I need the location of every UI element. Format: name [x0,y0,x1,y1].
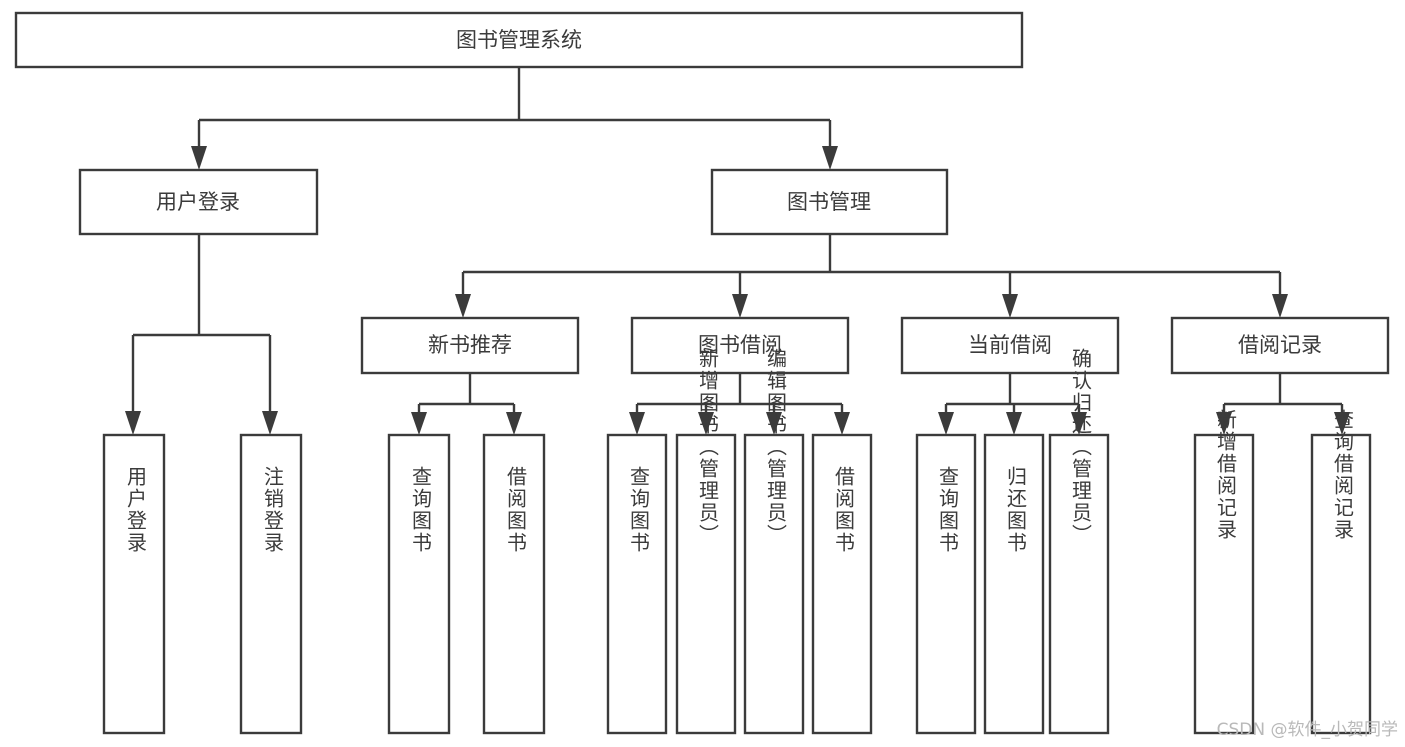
arrow-head-user-login [191,146,207,170]
leaf-node-query-book-nbr[interactable]: 查询图书 [387,433,451,735]
leaf-node-edit-book-admin-label: 编辑图书（管理员） [764,348,788,546]
node-new-book-recommend[interactable]: 新书推荐 [360,316,580,375]
leaf-node-add-borrow-record[interactable]: 新增借阅记录 [1193,409,1255,735]
leaf-node-user-login-box[interactable] [102,433,166,735]
leaf-node-borrow-book-bb[interactable]: 借阅图书 [811,433,873,735]
arrow-head-bb-leaf-3 [766,412,782,435]
node-book-borrow[interactable]: 图书借阅 [630,316,850,375]
arrow-head-nbr-leaf-1 [411,412,427,435]
node-book-borrow-label: 图书借阅 [698,333,782,357]
node-user-login-box[interactable] [78,168,319,236]
leaf-node-logout[interactable]: 注销登录 [239,433,303,735]
leaf-node-logout-box[interactable] [239,433,303,735]
edge-group-user-login-children [125,234,278,435]
leaf-node-query-borrow-record-box[interactable] [1310,433,1372,735]
edge-group-book-borrow-children [629,373,850,435]
node-borrow-record[interactable]: 借阅记录 [1170,316,1390,375]
leaf-node-edit-book-admin-box[interactable] [743,433,805,735]
leaf-node-query-book-nbr-label: 查询图书 [409,466,433,554]
node-new-book-recommend-box[interactable] [360,316,580,375]
edge-group-current-borrow-children [938,373,1087,435]
node-root-system[interactable]: 图书管理系统 [14,11,1024,69]
leaf-node-add-book-admin-box[interactable] [675,433,737,735]
leaf-node-confirm-return-admin-label: 确认归还（管理员） [1069,348,1093,546]
leaf-node-borrow-book-nbr-box[interactable] [482,433,546,735]
leaf-node-edit-book-admin[interactable]: 编辑图书（管理员） [743,348,805,735]
edge-group-borrow-record-children [1216,373,1350,435]
node-current-borrow[interactable]: 当前借阅 [900,316,1120,375]
arrow-head-bb-leaf-2 [698,412,714,435]
node-root-system-box[interactable] [14,11,1024,69]
leaf-node-confirm-return-admin[interactable]: 确认归还（管理员） [1048,348,1110,735]
node-book-manage[interactable]: 图书管理 [710,168,949,236]
leaf-node-borrow-book-nbr[interactable]: 借阅图书 [482,433,546,735]
leaf-node-query-borrow-record-label: 查询借阅记录 [1331,409,1355,541]
leaf-node-borrow-book-nbr-label: 借阅图书 [504,466,528,554]
leaf-node-query-book-bb-box[interactable] [606,433,668,735]
node-borrow-record-label: 借阅记录 [1238,333,1322,357]
edge-group-new-book-rec-children [411,373,522,435]
leaf-node-return-book-box[interactable] [983,433,1045,735]
arrow-head-leaf-user-login [125,411,141,435]
node-user-login-label: 用户登录 [156,190,240,214]
arrow-head-book-borrow [732,294,748,318]
leaf-node-query-book-bb-label: 查询图书 [627,466,651,554]
leaf-node-borrow-book-bb-box[interactable] [811,433,873,735]
leaf-node-return-book[interactable]: 归还图书 [983,433,1045,735]
node-user-login[interactable]: 用户登录 [78,168,319,236]
node-new-book-recommend-label: 新书推荐 [428,333,512,357]
leaf-node-query-book-nbr-box[interactable] [387,433,451,735]
node-book-manage-label: 图书管理 [787,190,871,214]
arrow-head-current-borrow [1002,294,1018,318]
leaf-node-add-borrow-record-box[interactable] [1193,433,1255,735]
arrow-head-bb-leaf-4 [834,412,850,435]
arrow-head-book-manage [822,146,838,170]
leaf-node-logout-label: 注销登录 [261,466,285,554]
leaf-node-user-login[interactable]: 用户登录 [102,433,166,735]
leaf-node-add-borrow-record-label: 新增借阅记录 [1214,409,1238,541]
leaf-node-query-book-bb[interactable]: 查询图书 [606,433,668,735]
arrow-head-br-leaf-1 [1216,412,1232,435]
node-current-borrow-label: 当前借阅 [968,333,1052,357]
arrow-head-borrow-record [1272,294,1288,318]
arrow-head-leaf-logout [262,411,278,435]
node-borrow-record-box[interactable] [1170,316,1390,375]
node-current-borrow-box[interactable] [900,316,1120,375]
edge-group-book-manage-children [455,234,1288,318]
leaf-node-add-book-admin[interactable]: 新增图书（管理员） [675,348,737,735]
edge-group-root-to-level2 [191,67,838,170]
leaf-node-query-book-cb[interactable]: 查询图书 [915,433,977,735]
arrow-head-cb-leaf-1 [938,412,954,435]
leaf-node-query-borrow-record[interactable]: 查询借阅记录 [1310,409,1372,735]
arrow-head-cb-leaf-3 [1071,412,1087,435]
arrow-head-new-book-rec [455,294,471,318]
leaf-node-return-book-label: 归还图书 [1004,466,1028,554]
leaf-node-confirm-return-admin-box[interactable] [1048,433,1110,735]
leaf-node-add-book-admin-label: 新增图书（管理员） [696,348,720,546]
arrow-head-cb-leaf-2 [1006,412,1022,435]
leaf-node-user-login-label: 用户登录 [124,466,148,554]
leaf-node-borrow-book-bb-label: 借阅图书 [832,466,856,554]
leaf-node-query-book-cb-box[interactable] [915,433,977,735]
node-root-system-label: 图书管理系统 [456,28,582,52]
csdn-watermark: CSDN @软件_小贺同学 [1217,720,1398,740]
arrow-head-bb-leaf-1 [629,412,645,435]
arrow-head-br-leaf-2 [1334,412,1350,435]
node-book-manage-box[interactable] [710,168,949,236]
leaf-node-query-book-cb-label: 查询图书 [936,466,960,554]
arrow-head-nbr-leaf-2 [506,412,522,435]
node-book-borrow-box[interactable] [630,316,850,375]
